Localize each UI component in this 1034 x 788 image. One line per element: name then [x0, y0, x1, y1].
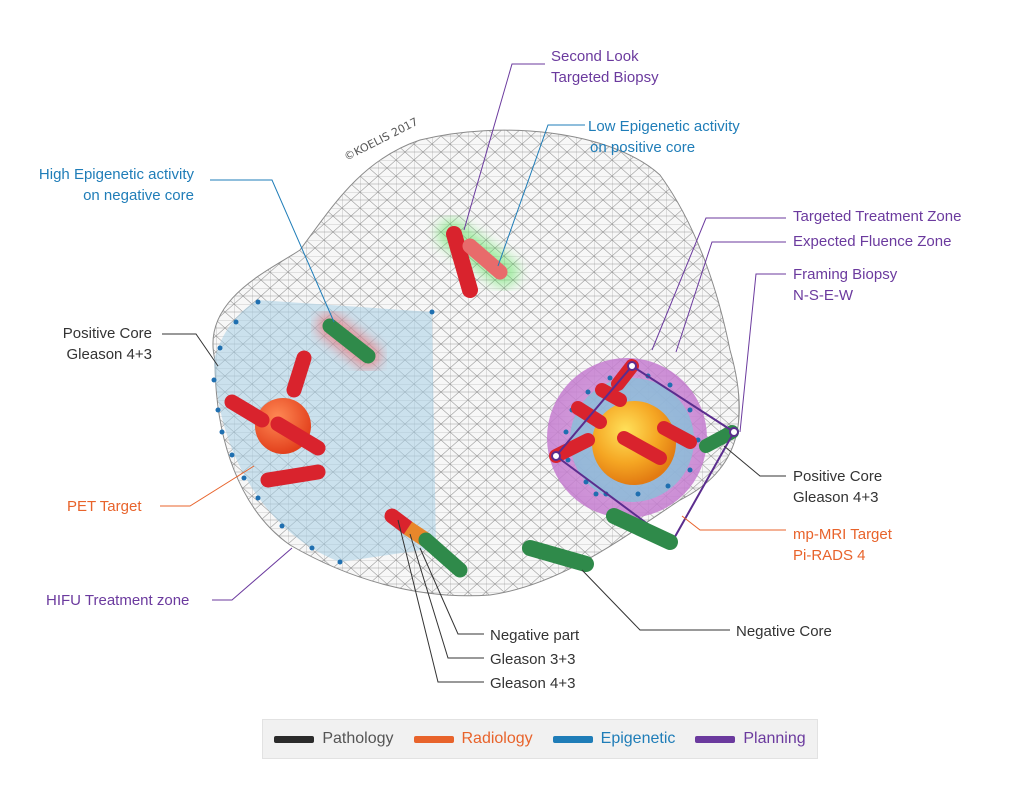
negative-part-segment	[418, 532, 468, 578]
legend-item-pathology: Pathology	[274, 730, 394, 748]
label-line: Gleason 4+3	[793, 489, 879, 506]
label-line: mp-MRI Target	[793, 526, 892, 543]
label-hifu-treatment-zone: HIFU Treatment zone	[46, 590, 189, 611]
label-second-look: Second Look Targeted Biopsy	[551, 46, 659, 88]
label-line: High Epigenetic activity	[38, 166, 194, 183]
label-line: Negative Core	[736, 623, 832, 640]
legend-label: Epigenetic	[600, 730, 676, 747]
label-line: Pi-RADS 4	[793, 547, 866, 564]
legend-item-planning: Planning	[695, 730, 806, 748]
legend-label: Radiology	[461, 730, 533, 747]
legend-item-epigenetic: Epigenetic	[552, 730, 676, 748]
label-gleason-33: Gleason 3+3	[490, 649, 575, 670]
positive-cores-left	[224, 350, 326, 488]
legend-item-radiology: Radiology	[413, 730, 533, 748]
label-line: Positive Core	[62, 325, 152, 342]
label-line: HIFU Treatment zone	[46, 592, 190, 609]
label-line: Low Epigenetic activity	[588, 118, 740, 135]
label-positive-core-right: Positive Core Gleason 4+3	[793, 466, 882, 508]
label-line: Gleason 4+3	[66, 346, 152, 363]
negative-core-right	[606, 508, 678, 550]
label-line: on positive core	[590, 139, 696, 156]
label-negative-part: Negative part	[490, 625, 579, 646]
label-low-epigenetic: Low Epigenetic activity on positive core	[588, 116, 740, 158]
label-gleason-43: Gleason 4+3	[490, 673, 575, 694]
label-line: Gleason 3+3	[490, 651, 576, 668]
hifu-treatment-zone	[214, 300, 436, 562]
legend-swatch	[695, 735, 736, 743]
label-line: Second Look	[551, 48, 639, 65]
legend-label: Planning	[743, 730, 806, 747]
label-line: PET Target	[67, 498, 142, 515]
legend: Pathology Radiology Epigenetic Planning	[262, 719, 818, 759]
negative-core-high-epigenetic	[322, 318, 376, 364]
label-high-epigenetic: High Epigenetic activity on negative cor…	[12, 164, 194, 206]
label-framing-biopsy: Framing Biopsy N-S-E-W	[793, 264, 897, 306]
label-line: Positive Core	[793, 468, 883, 485]
legend-label: Pathology	[322, 730, 394, 747]
legend-swatch	[413, 735, 454, 743]
second-look-core	[462, 238, 508, 280]
label-negative-core: Negative Core	[736, 621, 832, 642]
label-line: Negative part	[490, 627, 580, 644]
label-targeted-treatment-zone: Targeted Treatment Zone	[793, 206, 961, 227]
label-expected-fluence-zone: Expected Fluence Zone	[793, 231, 951, 252]
label-line: Framing Biopsy	[793, 266, 898, 283]
label-line: Expected Fluence Zone	[793, 233, 952, 250]
label-mp-mri-target: mp-MRI Target Pi-RADS 4	[793, 524, 892, 566]
label-line: Targeted Biopsy	[551, 69, 659, 86]
legend-swatch	[552, 735, 593, 743]
label-positive-core-left: Positive Core Gleason 4+3	[30, 323, 152, 365]
label-line: Targeted Treatment Zone	[793, 208, 962, 225]
label-line: on negative core	[83, 187, 194, 204]
label-line: N-S-E-W	[793, 287, 853, 304]
label-line: Gleason 4+3	[490, 675, 576, 692]
gleason-43-segment	[384, 508, 416, 536]
positive-core-top	[446, 226, 478, 298]
leader-lines	[160, 63, 786, 683]
legend-swatch	[274, 735, 315, 743]
treatment-zone-dots	[563, 373, 701, 497]
label-pet-target: PET Target	[67, 496, 142, 517]
negative-core-bottom	[522, 540, 594, 572]
